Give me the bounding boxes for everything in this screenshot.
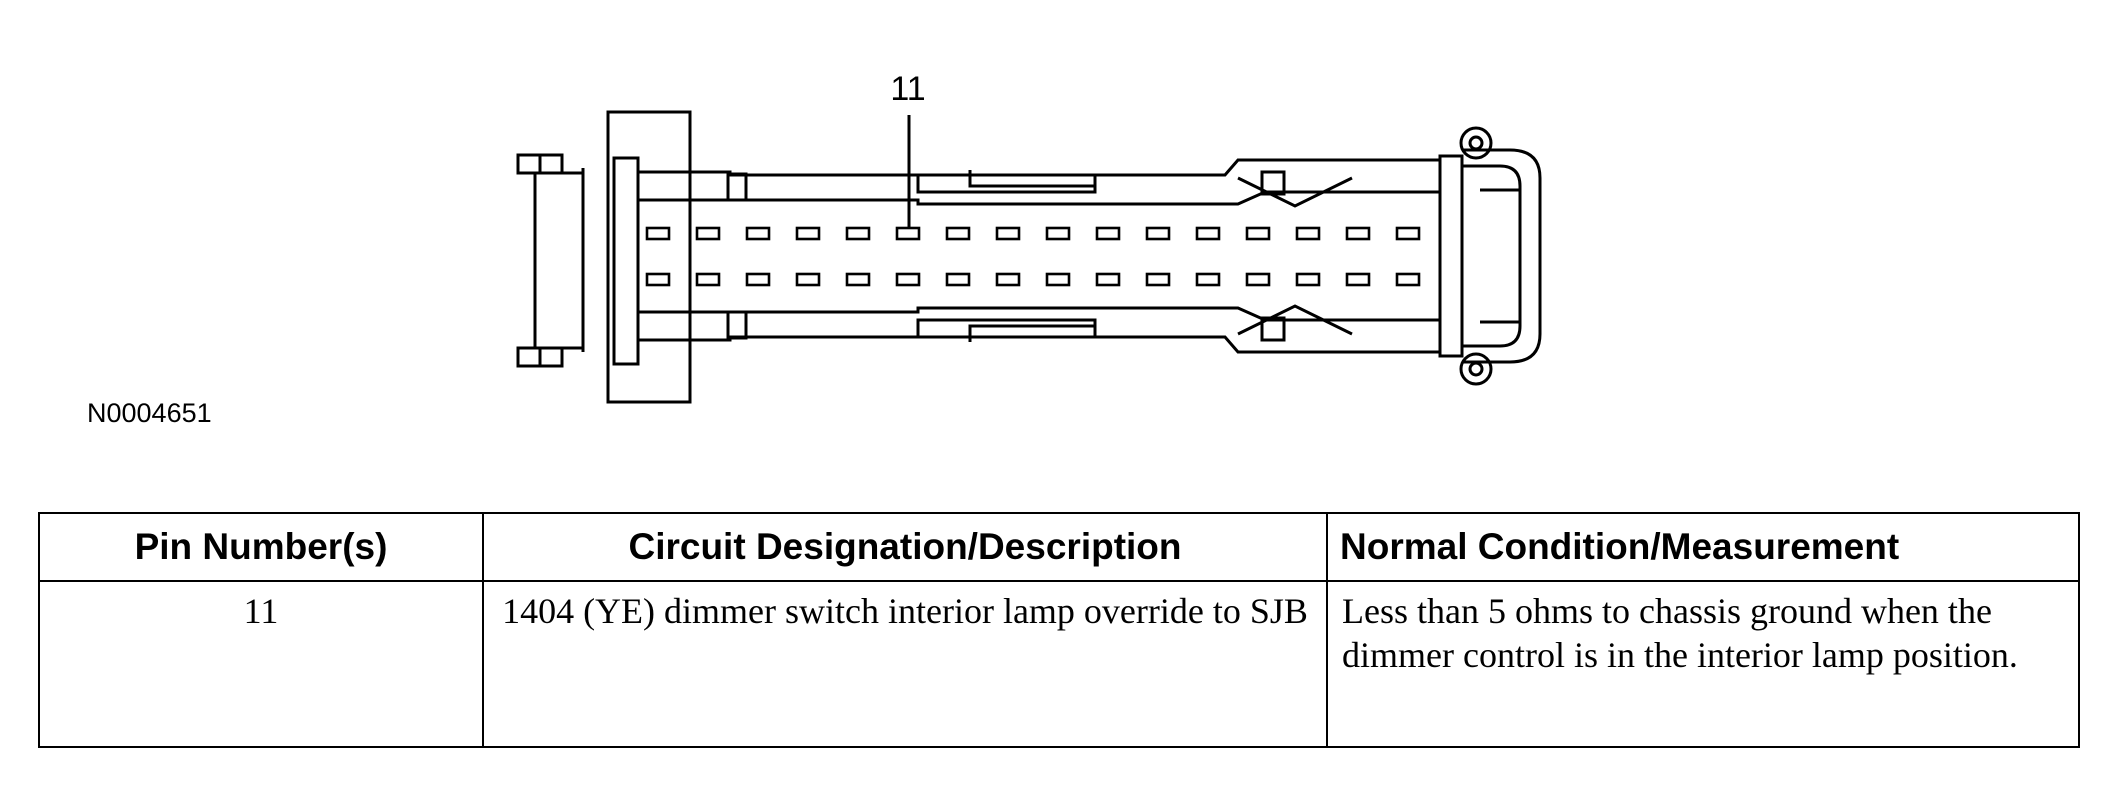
pin-cavity-r1-c6: [895, 226, 921, 241]
mount-hole-top: [1459, 126, 1493, 160]
pin-cavity-r1-c4: [795, 226, 821, 241]
pin-cavity-r1-c5: [845, 226, 871, 241]
header-circuit-designation: Circuit Designation/Description: [482, 512, 1328, 582]
pin-cavity-r2-c14: [1295, 272, 1321, 287]
pin-cavity-r1-c1: [645, 226, 671, 241]
pin-cavity-r2-c12: [1195, 272, 1221, 287]
connector-diagram: 11 N0004651: [87, 70, 1542, 428]
flange-step: [612, 156, 640, 366]
pin-cavity: [638, 190, 1440, 322]
pin-cavity-r2-c15: [1345, 272, 1371, 287]
right-hood: [1462, 148, 1542, 364]
pin-cavity-r1-c12: [1195, 226, 1221, 241]
mount-hole-bottom: [1459, 352, 1493, 386]
pin-cavity-r1-c3: [745, 226, 771, 241]
pin-cavity-r1-c9: [1045, 226, 1071, 241]
pin-grid: [645, 226, 1421, 287]
pin-cavity-r2-c6: [895, 272, 921, 287]
pin-cavity-r1-c11: [1145, 226, 1171, 241]
pin-cavity-r1-c8: [995, 226, 1021, 241]
pin-cavity-r1-c14: [1295, 226, 1321, 241]
pin-cavity-r2-c4: [795, 272, 821, 287]
cell-pin-number: 11: [38, 580, 484, 748]
right-end-cap: [1438, 154, 1464, 358]
cell-circuit-description: 1404 (YE) dimmer switch interior lamp ov…: [482, 580, 1328, 748]
figure-id: N0004651: [87, 398, 212, 428]
pin-cavity-r2-c11: [1145, 272, 1171, 287]
pin-cavity-r1-c15: [1345, 226, 1371, 241]
pin-callout-label: 11: [890, 70, 925, 108]
pin-cavity-r2-c5: [845, 272, 871, 287]
pin-cavity-r2-c2: [695, 272, 721, 287]
connector-flange: [606, 110, 692, 404]
header-pin-number: Pin Number(s): [38, 512, 484, 582]
pin-cavity-r2-c16: [1395, 272, 1421, 287]
pin-cavity-r2-c13: [1245, 272, 1271, 287]
pinout-table: Pin Number(s) Circuit Designation/Descri…: [38, 512, 2080, 748]
left-latch-body: [533, 171, 585, 350]
pin-cavity-r1-c7: [945, 226, 971, 241]
pin-cavity-r2-c10: [1095, 272, 1121, 287]
pin-cavity-r2-c3: [745, 272, 771, 287]
header-normal-condition: Normal Condition/Measurement: [1326, 512, 2080, 582]
connector-drawing: 11 N0004651: [87, 70, 1542, 428]
pin-cavity-r2-c8: [995, 272, 1021, 287]
pinout-table-container: Pin Number(s) Circuit Designation/Descri…: [38, 512, 2080, 748]
pin-cavity-r2-c7: [945, 272, 971, 287]
table-row: 11 1404 (YE) dimmer switch interior lamp…: [38, 580, 2080, 748]
connector-body: [636, 158, 1442, 354]
pin-cavity-r2-c1: [645, 272, 671, 287]
pin-cavity-r2-c9: [1045, 272, 1071, 287]
table-header-row: Pin Number(s) Circuit Designation/Descri…: [38, 512, 2080, 582]
pin-cavity-r1-c16: [1395, 226, 1421, 241]
pin-cavity-r1-c10: [1095, 226, 1121, 241]
pin-cavity-r1-c13: [1245, 226, 1271, 241]
pin-cavity-r1-c2: [695, 226, 721, 241]
cell-normal-condition: Less than 5 ohms to chassis ground when …: [1326, 580, 2080, 748]
